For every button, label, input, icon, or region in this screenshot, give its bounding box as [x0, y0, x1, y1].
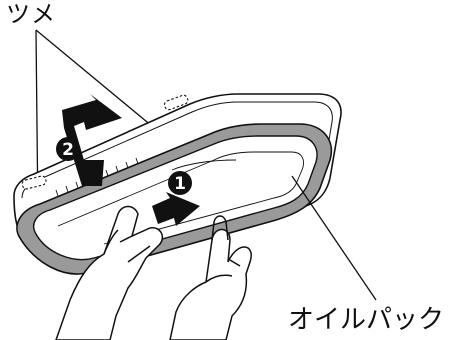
oil-pack-label: オイルパック — [288, 307, 444, 333]
step-1-badge: 1 — [168, 171, 192, 195]
oil-pack-leader-line — [292, 176, 376, 300]
claw-label: ツメ — [6, 2, 56, 26]
step-2-badge: 2 — [56, 137, 80, 161]
step-2-number: 2 — [62, 140, 74, 160]
step-1-number: 1 — [174, 174, 186, 194]
